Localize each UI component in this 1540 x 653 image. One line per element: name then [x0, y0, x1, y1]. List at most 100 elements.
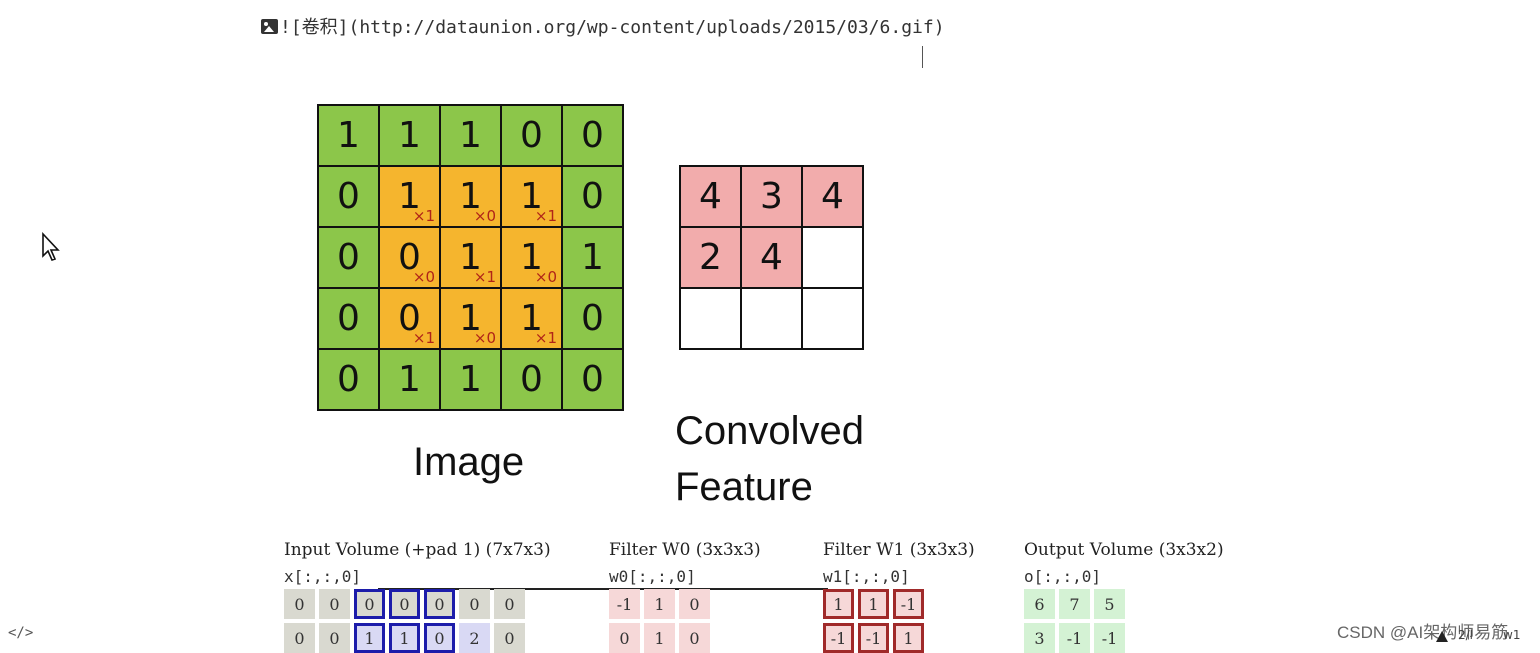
- input-volume-cell: 0: [494, 589, 525, 619]
- image-cell-value: 0: [581, 176, 604, 217]
- input-volume-cell: 0: [424, 589, 455, 619]
- image-cell: 0: [563, 350, 622, 409]
- input-volume-cell: 0: [389, 589, 420, 619]
- filter-w1-cell: -1: [858, 623, 889, 653]
- filter-w0-title: Filter W0 (3x3x3): [609, 540, 761, 560]
- input-volume-cell: 0: [319, 623, 350, 653]
- mouse-pointer-icon: [42, 232, 60, 261]
- convolved-label-line2: Feature: [675, 465, 813, 509]
- input-volume-cell: 0: [424, 623, 455, 653]
- image-cell-value: 1: [520, 176, 543, 217]
- filter-w0-cell: 1: [644, 589, 675, 619]
- convolved-cell: 4: [803, 167, 862, 226]
- image-cell-value: 1: [520, 237, 543, 278]
- image-cell: 1×0: [502, 228, 561, 287]
- image-cell: 0: [319, 167, 378, 226]
- image-cell: 1: [380, 350, 439, 409]
- image-cell-value: 1: [398, 115, 421, 156]
- image-cell-value: 1: [459, 115, 482, 156]
- image-cell-value: 1: [459, 298, 482, 339]
- image-cell: 1×1: [441, 228, 500, 287]
- kernel-weight: ×0: [534, 268, 557, 286]
- filter-w1-title: Filter W1 (3x3x3): [823, 540, 975, 560]
- image-cell-value: 0: [337, 298, 360, 339]
- code-toggle-icon[interactable]: </>: [8, 625, 34, 641]
- image-label: Image: [413, 440, 525, 484]
- image-cell: 0: [319, 228, 378, 287]
- filter-w0-index: w0[:,:,0]: [609, 567, 696, 586]
- image-cell: 0: [502, 106, 561, 165]
- convolved-cell: 4: [681, 167, 740, 226]
- status-count-2: w1: [1503, 628, 1521, 642]
- input-volume-title: Input Volume (+pad 1) (7x7x3): [284, 540, 551, 560]
- image-cell-value: 0: [337, 237, 360, 278]
- image-cell-value: 1: [581, 237, 604, 278]
- convolved-cell: [742, 289, 801, 348]
- input-volume-cell: 1: [389, 623, 420, 653]
- input-volume-cell: 0: [354, 589, 385, 619]
- image-cell-value: 0: [581, 115, 604, 156]
- image-cell: 1: [319, 106, 378, 165]
- filter-w1-index: w1[:,:,0]: [823, 567, 910, 586]
- filter-w1-cell: -1: [893, 589, 924, 619]
- image-cell: 0: [502, 350, 561, 409]
- output-volume-cell: 7: [1059, 589, 1090, 619]
- kernel-weight: ×1: [412, 207, 435, 225]
- image-cell: 1: [441, 106, 500, 165]
- filter-w1-cell: 1: [823, 589, 854, 619]
- image-cell-value: 1: [459, 237, 482, 278]
- image-cell-value: 0: [337, 359, 360, 400]
- image-cell: 1×0: [441, 167, 500, 226]
- connector-line: [378, 588, 828, 590]
- output-volume-index: o[:,:,0]: [1024, 567, 1102, 586]
- input-volume-cell: 0: [319, 589, 350, 619]
- input-volume-cell: 2: [459, 623, 490, 653]
- output-volume-cell: 6: [1024, 589, 1055, 619]
- convolved-cell: [803, 228, 862, 287]
- output-volume-cell: -1: [1059, 623, 1090, 653]
- image-cell: 0: [319, 289, 378, 348]
- image-cell-value: 0: [520, 359, 543, 400]
- image-cell-value: 0: [337, 176, 360, 217]
- image-cell: 1: [563, 228, 622, 287]
- image-cell-value: 0: [581, 359, 604, 400]
- image-cell: 0: [563, 106, 622, 165]
- filter-w1-cell: -1: [823, 623, 854, 653]
- image-cell: 0: [319, 350, 378, 409]
- markdown-image-line[interactable]: ![卷积](http://dataunion.org/wp-content/up…: [261, 14, 945, 38]
- image-cell-value: 1: [459, 176, 482, 217]
- image-cell-value: 0: [581, 298, 604, 339]
- status-count: 2/l: [1458, 628, 1474, 642]
- output-volume-cell: 5: [1094, 589, 1125, 619]
- image-cell-value: 1: [520, 298, 543, 339]
- watermark: CSDN @AI架构师易筋: [1337, 623, 1509, 642]
- kernel-weight: ×1: [534, 329, 557, 347]
- image-icon: [261, 18, 278, 34]
- filter-w0-cell: -1: [609, 589, 640, 619]
- image-cell: 1×1: [380, 167, 439, 226]
- input-volume-cell: 0: [459, 589, 490, 619]
- convolved-label-line1: Convolved: [675, 409, 865, 453]
- image-cell-value: 1: [398, 359, 421, 400]
- image-cell-value: 1: [398, 176, 421, 217]
- kernel-weight: ×0: [473, 329, 496, 347]
- filter-w0-cell: 0: [609, 623, 640, 653]
- image-cell-value: 0: [398, 298, 421, 339]
- kernel-weight: ×1: [534, 207, 557, 225]
- text-caret: [922, 46, 923, 68]
- image-cell: 0: [563, 167, 622, 226]
- image-cell-value: 1: [459, 359, 482, 400]
- kernel-weight: ×1: [473, 268, 496, 286]
- filter-w1-cell: 1: [858, 589, 889, 619]
- input-volume-cell: 1: [354, 623, 385, 653]
- filter-w1-cell: 1: [893, 623, 924, 653]
- markdown-source-text: ![卷积](http://dataunion.org/wp-content/up…: [280, 17, 945, 38]
- image-cell: 0×1: [380, 289, 439, 348]
- output-volume-title: Output Volume (3x3x2): [1024, 540, 1224, 560]
- kernel-weight: ×0: [412, 268, 435, 286]
